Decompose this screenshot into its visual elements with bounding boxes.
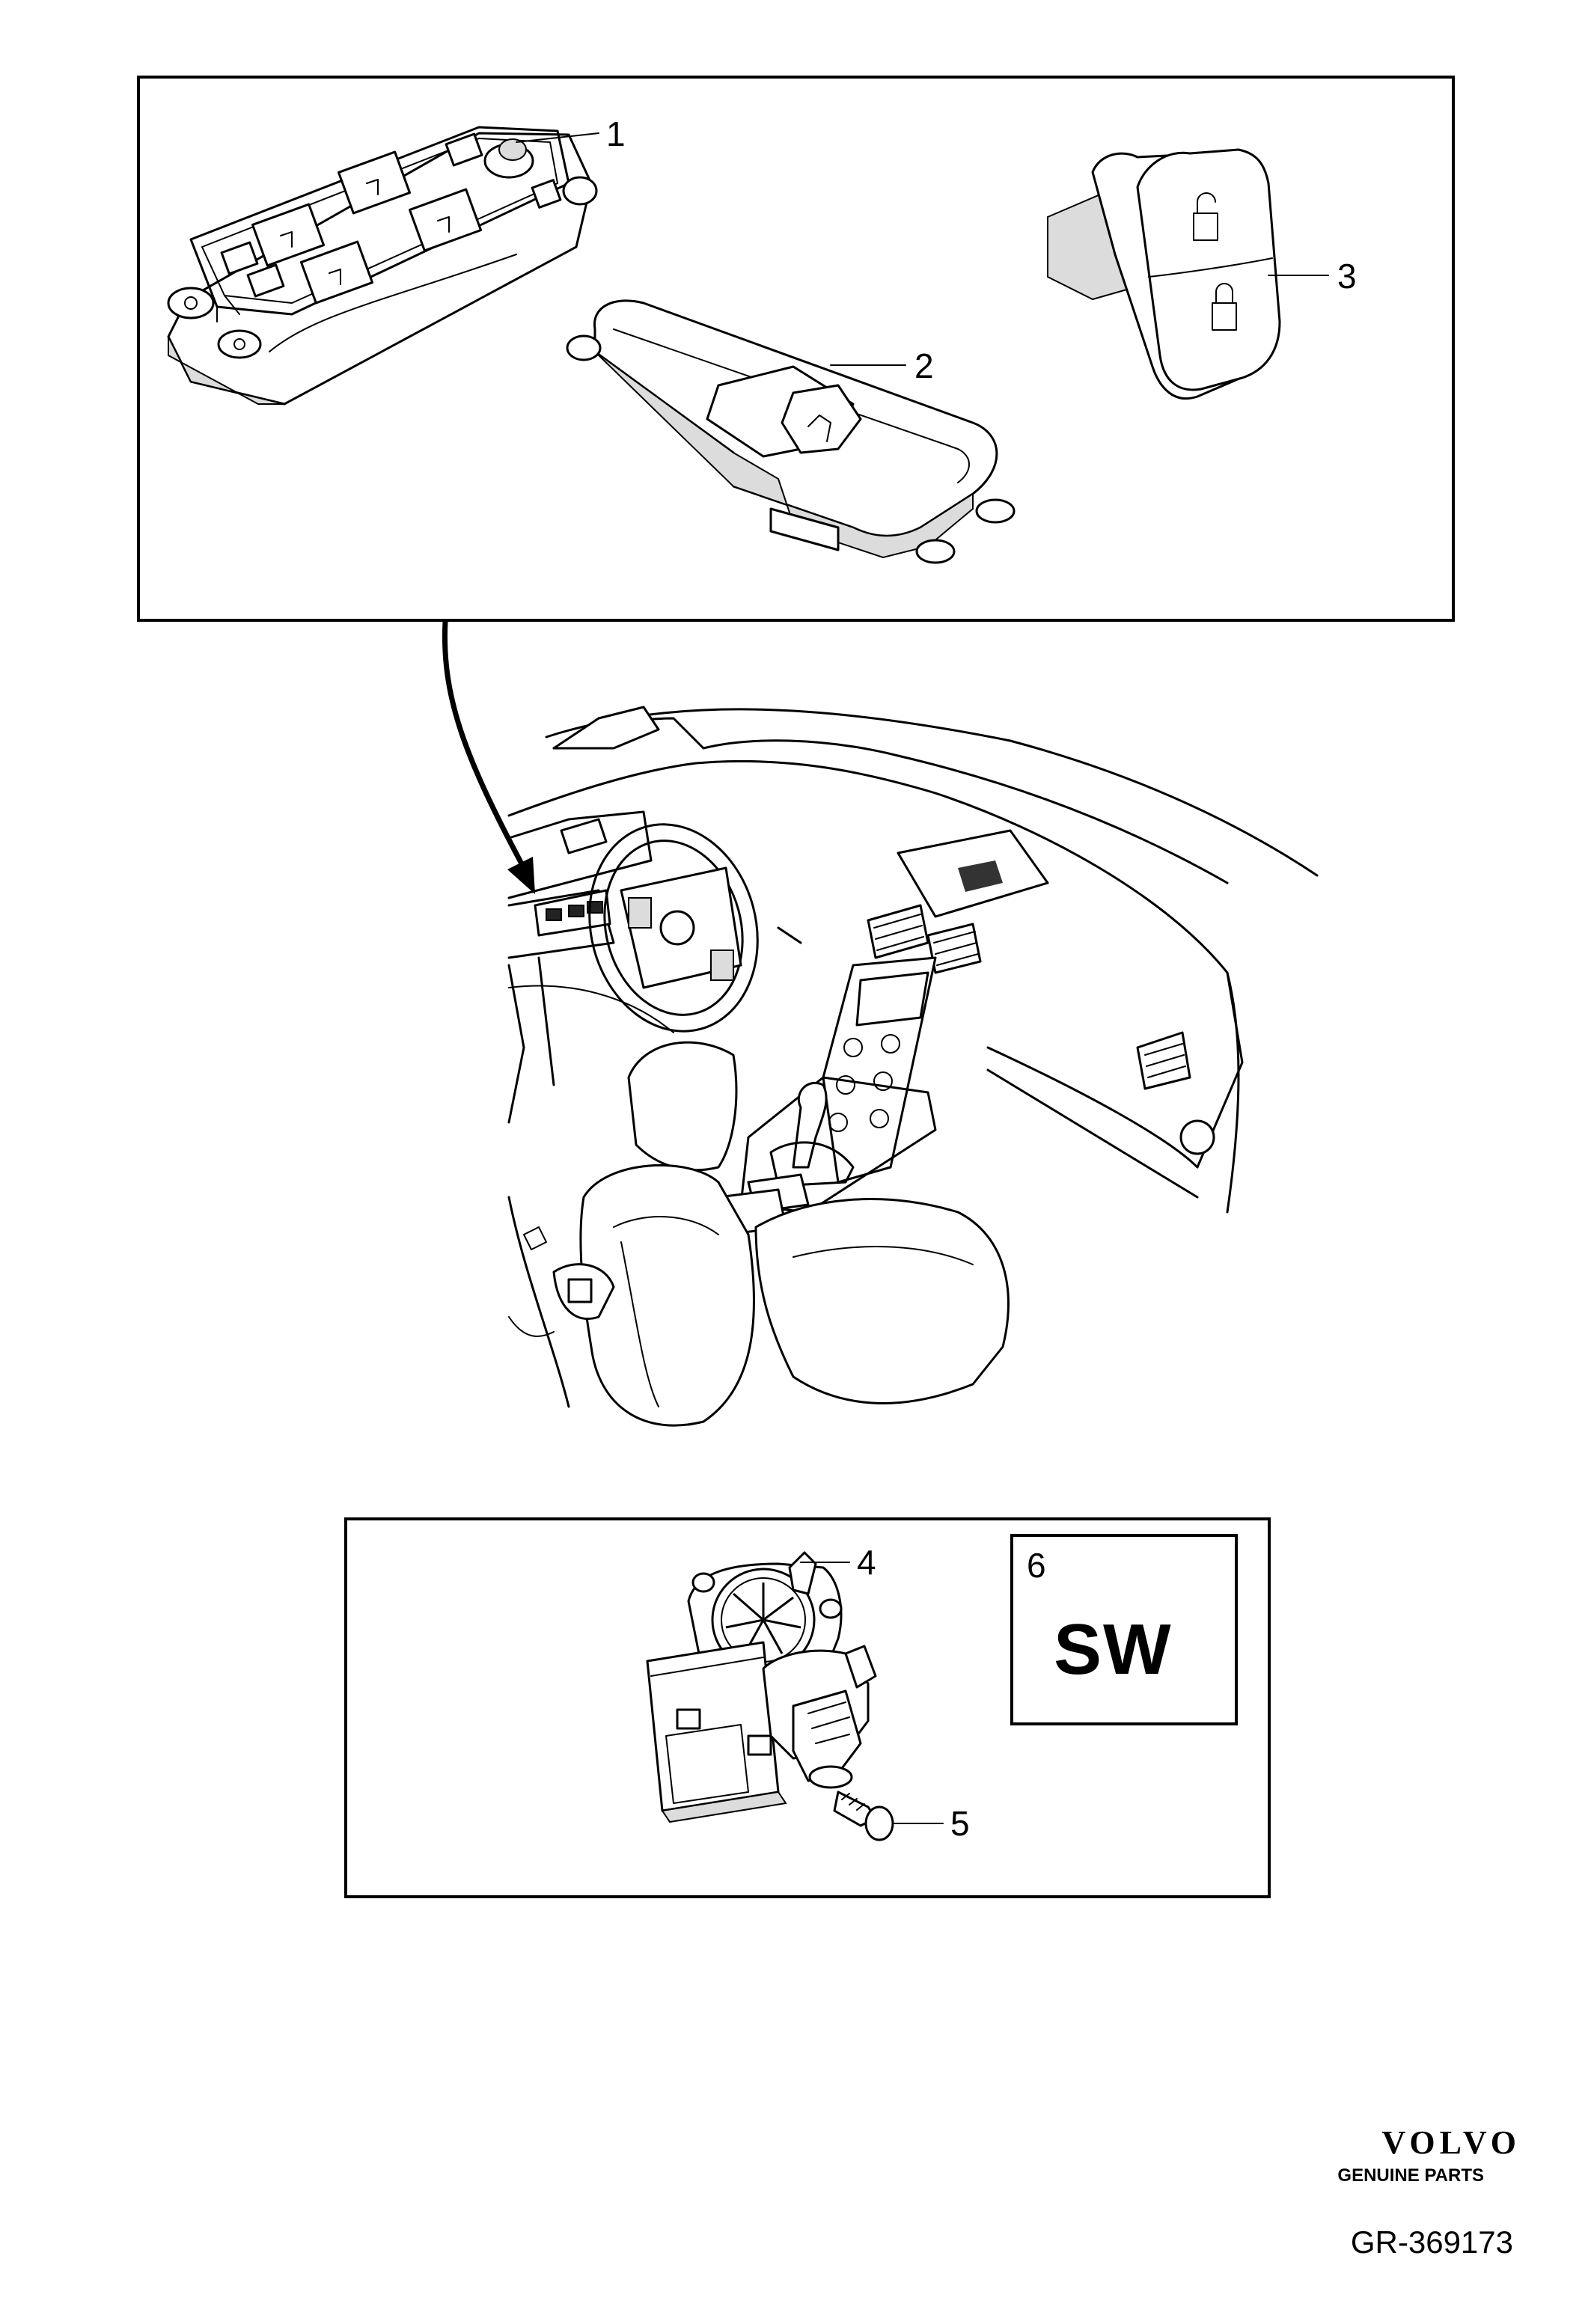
- callout-4: 4: [857, 1543, 876, 1582]
- screw: [833, 1791, 894, 1841]
- central-locking-switch: [1047, 148, 1281, 400]
- callout-3: 3: [1337, 257, 1357, 296]
- callout-5: 5: [950, 1804, 970, 1843]
- callout-leaders-bottom: [800, 1562, 944, 1824]
- car-interior-illustration: [507, 706, 1319, 1427]
- callout-2: 2: [914, 346, 934, 385]
- switches-panel-frame: [137, 76, 1455, 622]
- brand-logo: VOLVO: [1381, 2124, 1521, 2161]
- figure-id: GR-369173: [1351, 2224, 1513, 2260]
- brand-tagline: GENUINE PARTS: [1337, 2165, 1484, 2186]
- motor-fan-spokes: [725, 1583, 801, 1654]
- motor-panel-frame: [344, 1517, 1271, 1898]
- software-box: [1010, 1534, 1238, 1725]
- window-motor-module: [646, 1551, 877, 1823]
- driver-window-switch-panel: [167, 126, 598, 406]
- location-arrow: [442, 620, 535, 894]
- callout-1: 1: [606, 114, 626, 153]
- callout-leaders-top: [516, 132, 1329, 366]
- callout-6: 6: [1027, 1546, 1046, 1585]
- software-label: SW: [1054, 1609, 1173, 1690]
- passenger-window-switch: [566, 299, 1016, 564]
